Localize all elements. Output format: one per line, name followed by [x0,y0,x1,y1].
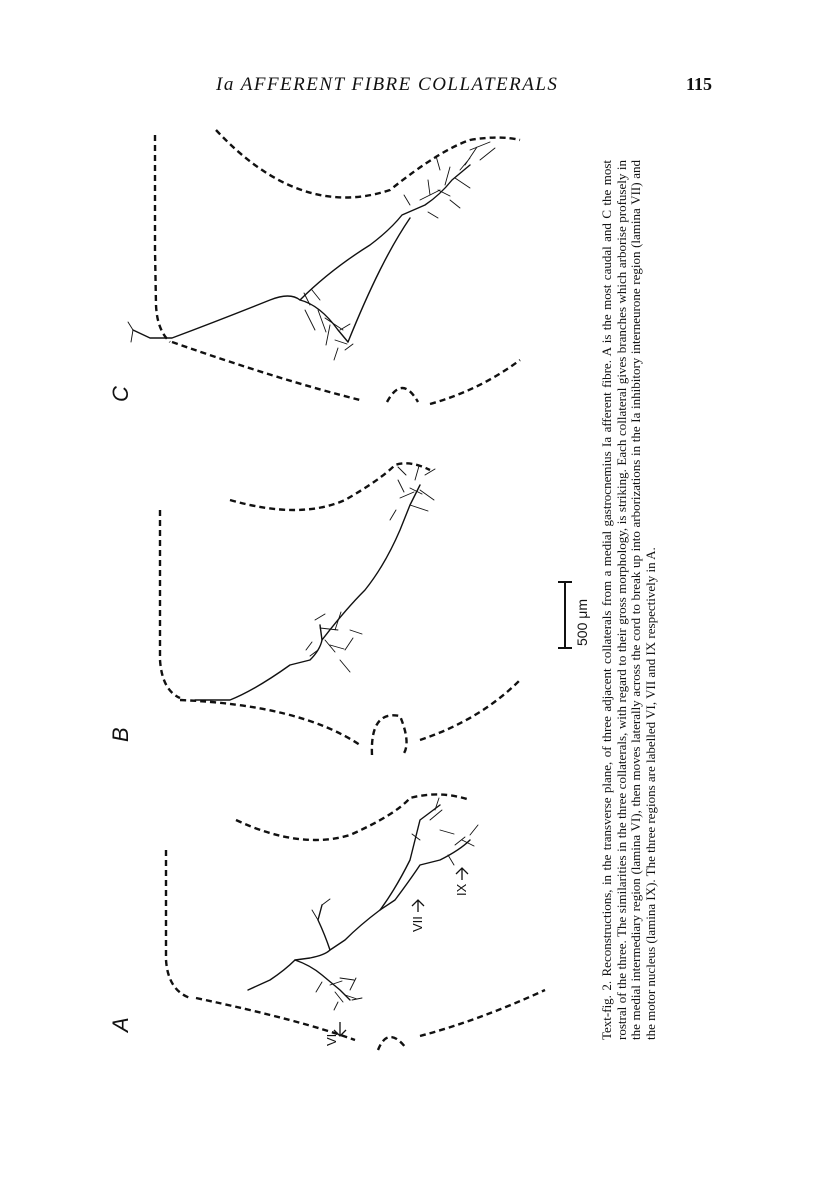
panel-c-outline-bottom [171,340,521,406]
panel-c-reconstruction: C [108,129,521,406]
panel-b-dorsal-horn-outline [229,462,431,512]
panel-c-central-canal [385,386,420,403]
panel-a-dorsal-horn-outline [235,793,471,842]
panel-a-arbor-medial [315,977,363,1011]
scale-bar: 500 μm [558,581,590,649]
panel-c-axon-lateral [299,164,471,301]
region-label-vi: VI [324,1034,339,1046]
panel-c-arbor-medial [303,289,354,361]
panel-b-axon-main [194,624,323,701]
panel-c-axon-stub [127,321,134,343]
panel-a-outline-bottom [195,988,546,1042]
region-label-ix: IX [454,883,469,896]
arrow-vii [411,899,425,912]
panel-label-b: B [108,727,133,742]
panel-a-axon-main [247,839,471,991]
page-number: 115 [686,74,713,94]
panel-a-cord-outline-left [164,850,191,1000]
panel-a-axon-medial [294,959,351,1001]
panel-c-dorsal-horn-outline [215,129,521,199]
arrow-ix [455,867,469,880]
panel-b-arbor-lateral [389,465,436,521]
panel-label-c: C [108,386,133,402]
panel-label-a: A [108,1017,133,1034]
panel-c-axon-second [347,217,411,343]
scale-bar-label: 500 μm [574,599,590,646]
region-label-vii: VII [410,916,425,932]
panel-b-arbor-medial [305,611,363,673]
panel-b-central-canal [370,714,408,757]
panel-a-arbor-lateral [311,797,479,921]
running-title: Ia AFFERENT FIBRE COLLATERALS [216,74,559,95]
panel-b-outline-bottom [179,679,521,746]
panel-c-axon-main [132,295,349,343]
panel-b-reconstruction: B 500 μm [108,462,590,757]
panel-b-axon-lateral [321,484,421,641]
panel-a-axon-upper [317,904,331,951]
panel-a-central-canal [376,1035,407,1051]
panel-c-cord-outline-left [153,135,171,343]
panel-c-arbor-lateral [403,141,496,219]
panel-a-reconstruction: VI VII IX A [108,793,546,1051]
arrow-vi [333,1022,347,1037]
panel-a-axon-lateral [379,804,441,911]
panel-b-cord-outline-left [158,510,181,700]
figure-caption: Text-fig. 2. Reconstructions, in the tra… [599,160,658,1040]
